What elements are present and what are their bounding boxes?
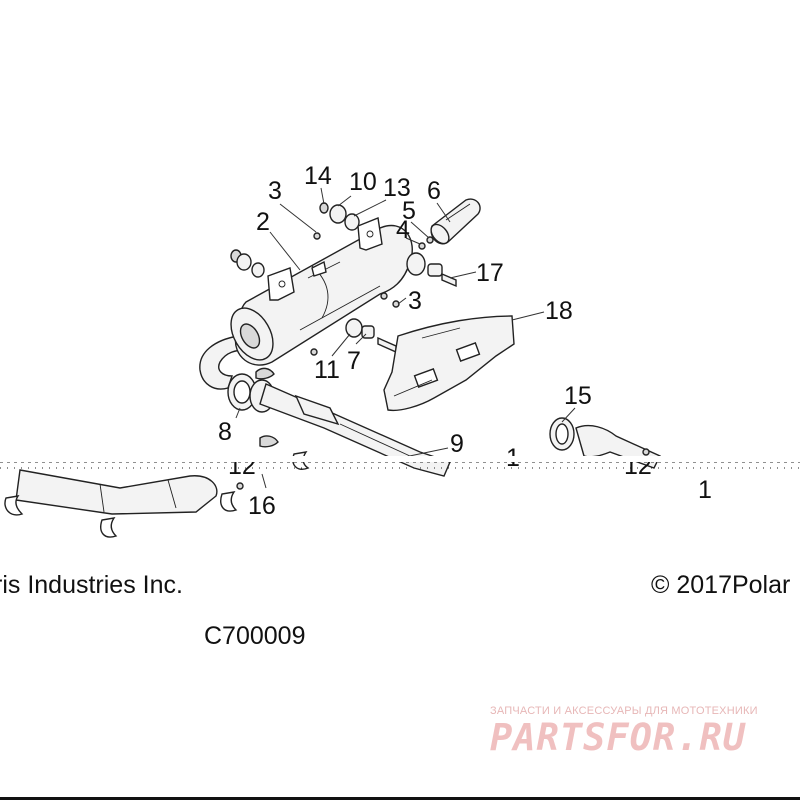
mid-pipe — [249, 379, 451, 477]
spark-arrestor-tip — [430, 198, 481, 245]
callout-3-lower: 3 — [408, 287, 422, 315]
callout-4: 4 — [396, 216, 410, 244]
callout-3: 3 — [268, 177, 282, 205]
muffler-bracket-left — [267, 267, 295, 301]
screw-3a — [313, 232, 321, 240]
callout-9: 9 — [450, 430, 464, 458]
grommet-left-2 — [236, 253, 252, 271]
watermark-logo: PARTSFOR.RU — [490, 716, 747, 759]
crop-mask — [0, 456, 800, 462]
callout-13: 13 — [383, 174, 411, 202]
outlet-grommet — [406, 252, 426, 276]
drawing-code: C700009 — [204, 622, 306, 650]
callout-11: 11 — [314, 356, 340, 384]
header-bolt-right — [642, 448, 650, 456]
clamp-a — [4, 495, 24, 516]
muffler-tab-small — [311, 260, 327, 277]
watermark-tagline: ЗАПЧАСТИ И АКСЕССУАРЫ ДЛЯ МОТОТЕХНИКИ — [490, 705, 758, 717]
grommet-11 — [345, 318, 363, 338]
callout-17: 17 — [476, 259, 504, 287]
grommet-10 — [329, 204, 347, 224]
leader-lines — [235, 187, 576, 489]
copyright-left: ris Industries Inc. — [0, 571, 183, 599]
clamp-c — [220, 491, 238, 512]
callout-2: 2 — [256, 208, 270, 236]
muffler-bracket-right — [357, 217, 383, 251]
bolt-17 — [441, 272, 457, 288]
nut-11 — [310, 348, 318, 356]
callout-15: 15 — [564, 382, 592, 410]
callout-6: 6 — [427, 177, 441, 205]
heat-shield — [383, 315, 515, 412]
muffler-rivet — [380, 292, 388, 300]
inlet-bend-pipe — [199, 335, 248, 390]
callout-18: 18 — [545, 297, 573, 325]
callout-7: 7 — [347, 347, 361, 375]
callout-5: 5 — [402, 197, 416, 225]
callout-14: 14 — [304, 162, 332, 190]
spring-upper — [255, 367, 275, 380]
screw-4 — [418, 242, 426, 250]
spring-bolt — [236, 482, 244, 490]
clamp-b — [100, 517, 118, 538]
bolt-7 — [377, 336, 397, 354]
spring-lower — [259, 435, 279, 448]
callout-1: 1 — [698, 476, 712, 504]
copyright-right: © 2017Polar — [651, 571, 791, 599]
callout-8: 8 — [218, 418, 232, 446]
screw-5 — [426, 236, 434, 244]
screw-3b — [392, 300, 400, 308]
callout-10: 10 — [349, 168, 377, 196]
lower-tailpipe — [15, 469, 218, 515]
washer-13 — [344, 213, 360, 231]
bottom-rule — [0, 797, 800, 800]
nut-14 — [319, 202, 329, 214]
callout-16: 16 — [248, 492, 276, 520]
outlet-spacer — [427, 263, 443, 277]
washer-left — [251, 262, 265, 278]
